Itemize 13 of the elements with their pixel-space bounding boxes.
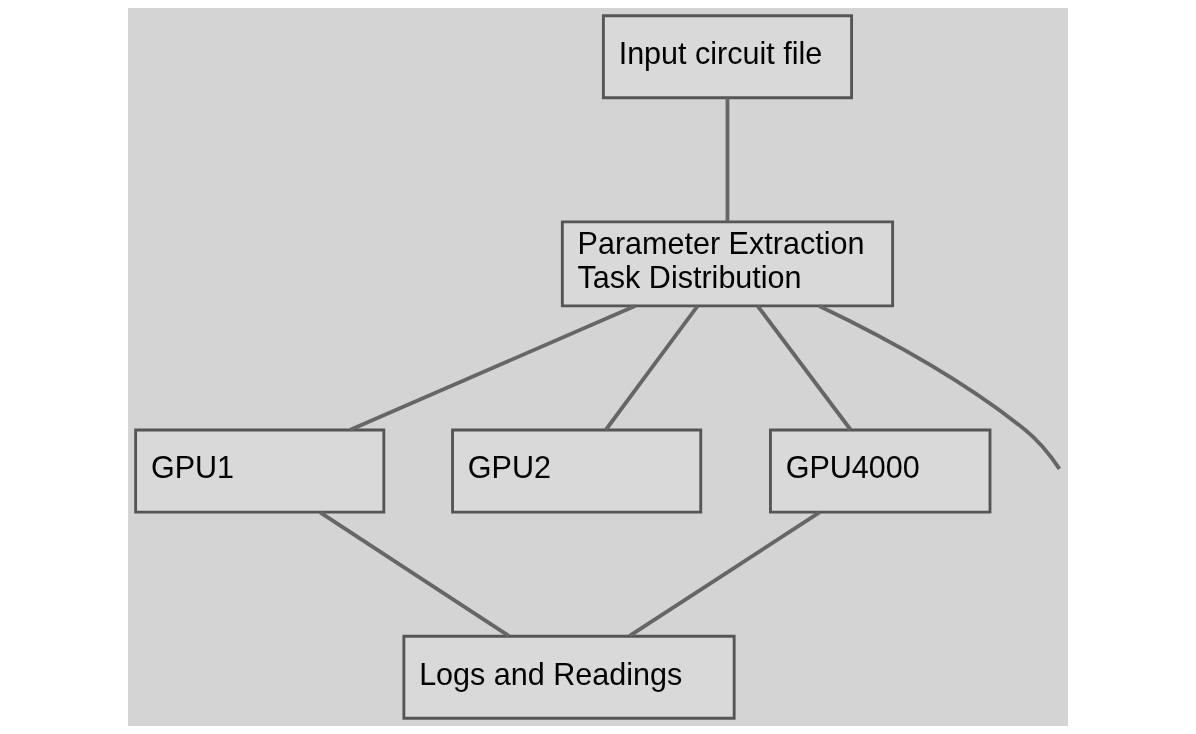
- connector: [604, 304, 700, 431]
- connector: [349, 304, 636, 432]
- connector: [628, 510, 821, 638]
- connector: [725, 97, 730, 222]
- connector: [319, 510, 510, 638]
- node-box: Logs and Readings: [402, 634, 736, 720]
- node-box: GPU4000: [769, 428, 992, 514]
- connector: [756, 304, 853, 431]
- node-box: Parameter Extraction Task Distribution: [560, 220, 895, 308]
- node-box: Input circuit file: [601, 14, 853, 100]
- node-box: GPU2: [451, 428, 703, 514]
- node-box: GPU1: [134, 428, 386, 514]
- connector: [818, 304, 1062, 470]
